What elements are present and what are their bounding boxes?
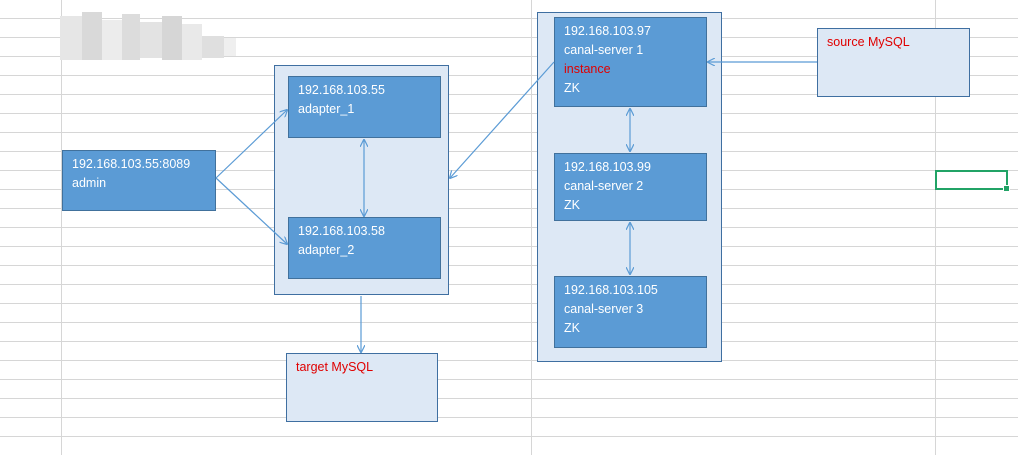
source-mysql-node[interactable]: source MySQL (817, 28, 970, 97)
adapter-2-node[interactable]: 192.168.103.58 adapter_2 (288, 217, 441, 279)
adapter-2-ip: 192.168.103.58 (298, 224, 385, 238)
target-mysql-node[interactable]: target MySQL (286, 353, 438, 422)
selected-cell[interactable] (935, 170, 1010, 192)
canal-server-1-label: canal-server 1 (564, 43, 644, 57)
adapter-1-node[interactable]: 192.168.103.55 adapter_1 (288, 76, 441, 138)
source-mysql-label: source MySQL (827, 35, 910, 49)
canal-server-2-label: canal-server 2 (564, 179, 644, 193)
admin-node[interactable]: 192.168.103.55:8089 admin (62, 150, 216, 211)
admin-ip: 192.168.103.55:8089 (72, 157, 191, 171)
canal-server-1-zk: ZK (564, 81, 580, 95)
adapter-1-ip: 192.168.103.55 (298, 83, 385, 97)
canal-server-2-zk: ZK (564, 198, 580, 212)
canal-server-3-zk: ZK (564, 321, 580, 335)
target-mysql-label: target MySQL (296, 360, 374, 374)
canal-server-1-node[interactable]: 192.168.103.97 canal-server 1 instance Z… (554, 17, 707, 107)
admin-label: admin (72, 176, 107, 190)
adapter-1-label: adapter_1 (298, 102, 355, 116)
fill-handle[interactable] (1003, 185, 1010, 192)
canal-server-1-ip: 192.168.103.97 (564, 24, 651, 38)
canal-server-1-instance: instance (564, 62, 611, 76)
canal-server-3-node[interactable]: 192.168.103.105 canal-server 3 ZK (554, 276, 707, 348)
canal-server-2-node[interactable]: 192.168.103.99 canal-server 2 ZK (554, 153, 707, 221)
blurred-logo (60, 12, 236, 60)
canal-server-2-ip: 192.168.103.99 (564, 160, 651, 174)
canal-server-3-label: canal-server 3 (564, 302, 644, 316)
adapter-2-label: adapter_2 (298, 243, 355, 257)
canal-server-3-ip: 192.168.103.105 (564, 283, 658, 297)
